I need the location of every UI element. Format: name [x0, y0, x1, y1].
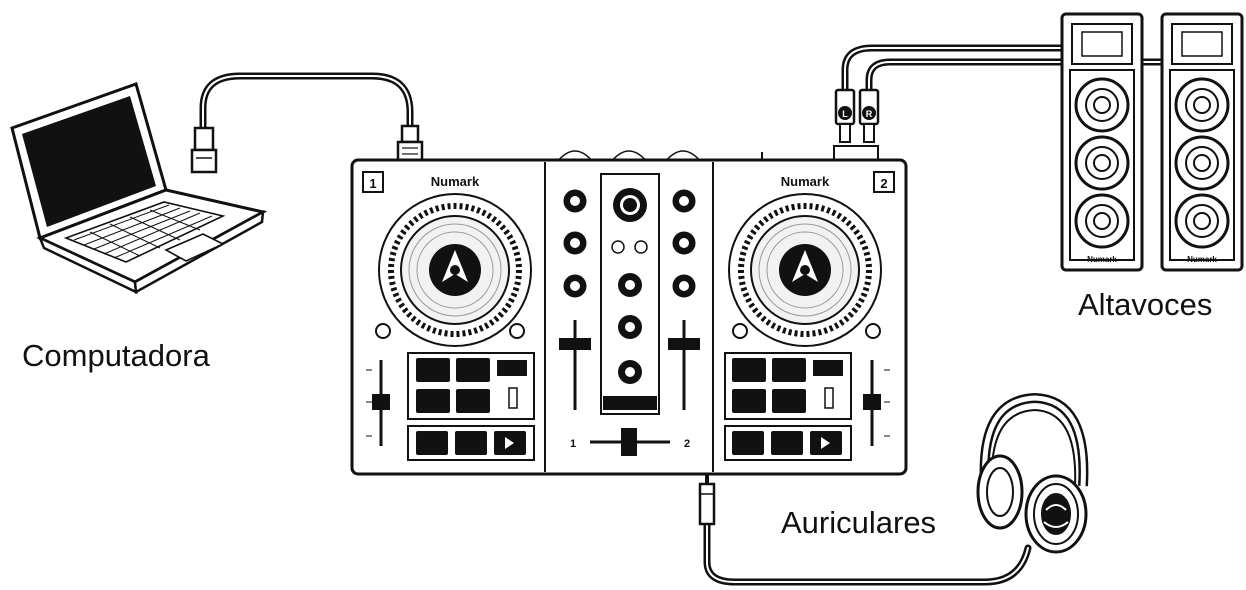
rca-right-letter: R — [866, 109, 873, 119]
rca-plug-right: R — [858, 88, 880, 143]
pad-left-4 — [456, 389, 490, 413]
speaker-right-brand: Numark — [1187, 255, 1217, 264]
deck-1-number: 1 — [369, 176, 376, 191]
speaker-cables — [841, 44, 1169, 94]
computer-label: Computadora — [22, 338, 210, 373]
rca-plug-left: L — [834, 88, 856, 143]
pad-right-4 — [772, 389, 806, 413]
laptop-base — [36, 188, 268, 295]
usb-plug-b — [396, 124, 424, 166]
crossfader-left-label: 1 — [570, 438, 576, 450]
deck-2-number: 2 — [880, 176, 887, 191]
cue-buttons — [611, 240, 648, 254]
sync-button-left — [416, 431, 448, 455]
headphone-jack — [698, 470, 716, 526]
master-knob — [613, 188, 647, 222]
channel-fader-left — [559, 320, 591, 410]
usb-cable — [199, 72, 414, 134]
pad-section-left — [407, 352, 535, 461]
pad-right-3 — [732, 389, 766, 413]
jog-wheel-right — [728, 193, 882, 347]
browse-knobs — [375, 323, 881, 339]
speakers-label: Altavoces — [1078, 287, 1213, 322]
rca-output-ports — [833, 145, 879, 161]
usb-plug-a — [190, 126, 218, 174]
laptop — [10, 82, 268, 295]
channel-fader-right — [668, 320, 700, 410]
pad-right-1 — [732, 358, 766, 382]
pad-left-3 — [416, 389, 450, 413]
dj-controller: 1 2 Numark Numark — [350, 145, 908, 476]
laptop-keyboard — [73, 204, 213, 259]
speaker-left-brand: Numark — [1087, 255, 1117, 264]
speaker-right: Numark — [1160, 12, 1244, 272]
headphones — [976, 392, 1089, 554]
pad-right-2 — [772, 358, 806, 382]
headphone-cable — [703, 516, 1032, 586]
speaker-left: Numark — [1060, 12, 1144, 272]
cue-button-left — [455, 431, 487, 455]
brand-logo-right: Numark — [781, 174, 830, 189]
crossfader: 1 2 — [570, 428, 690, 456]
pad-left-2 — [456, 358, 490, 382]
rca-left-letter: L — [842, 109, 848, 119]
meter-strip — [603, 396, 657, 410]
brand-logo-left: Numark — [431, 174, 480, 189]
crossfader-right-label: 2 — [684, 438, 690, 450]
pitch-fader-left — [366, 360, 390, 446]
deck-2-badge — [873, 171, 895, 193]
sync-button-right — [732, 431, 764, 455]
pad-section-right — [724, 352, 852, 461]
jog-wheel-left — [378, 193, 532, 347]
pad-left-1 — [416, 358, 450, 382]
deck-1-badge — [362, 171, 384, 193]
laptop-trackpad — [164, 233, 225, 262]
pitch-fader-right — [863, 360, 890, 446]
cue-button-right — [771, 431, 803, 455]
laptop-screen — [10, 82, 168, 241]
headphones-label: Auriculares — [781, 505, 937, 540]
